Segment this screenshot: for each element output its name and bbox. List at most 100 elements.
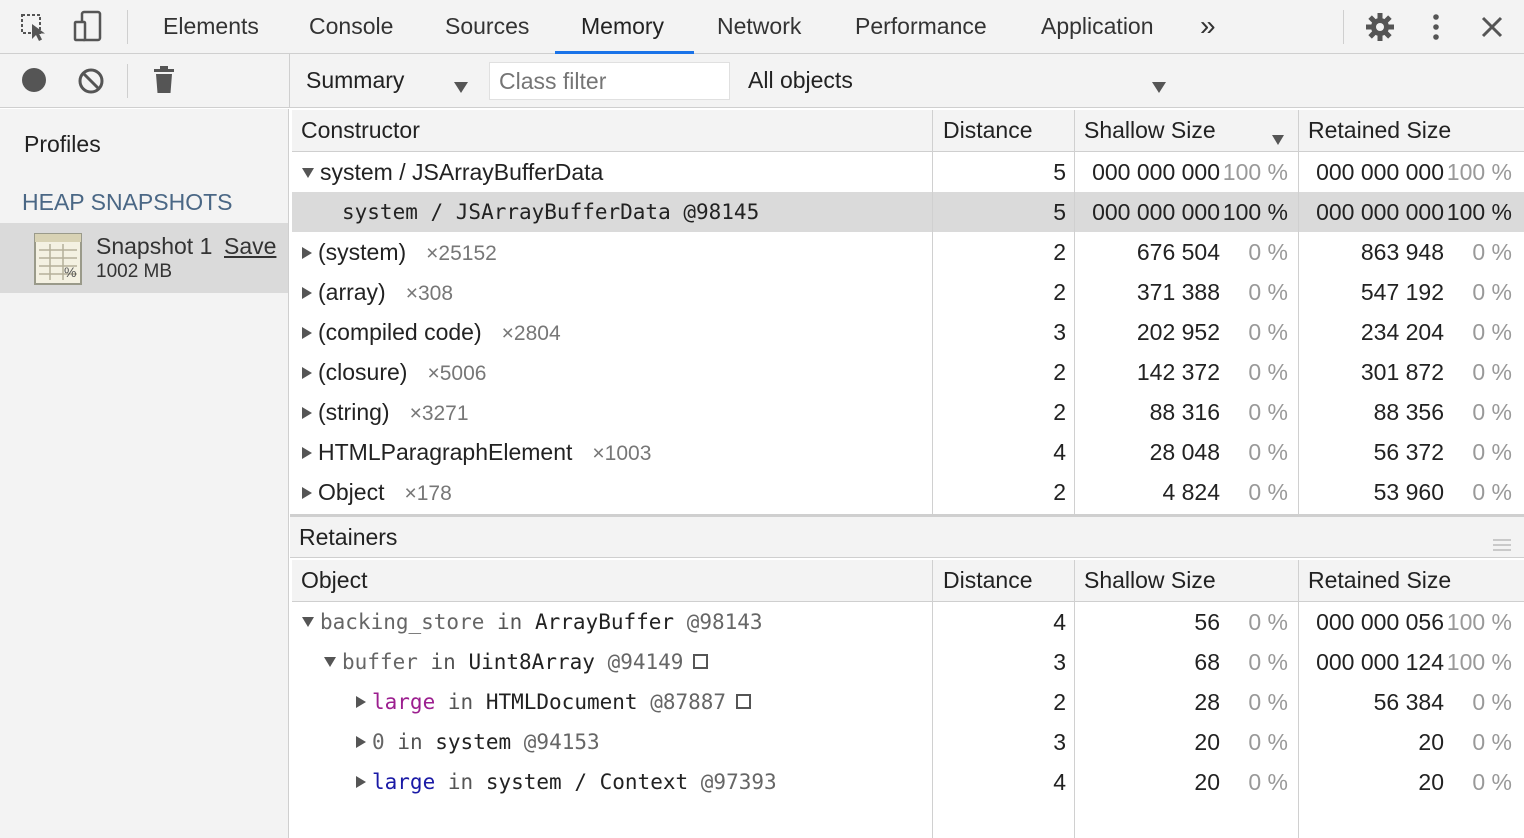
shallow-size-cell: 142 372: [1136, 359, 1220, 385]
tab-performance[interactable]: Performance: [855, 13, 987, 39]
retained-percent-cell: 0 %: [1472, 279, 1512, 305]
shallow-size-cell: 88 316: [1149, 399, 1220, 425]
snapshot-save-link[interactable]: Save: [224, 233, 277, 259]
snapshot-item[interactable]: % Snapshot 1 Save 1002 MB: [0, 223, 288, 293]
devtools-tab-bar: Elements Console Sources Memory Network …: [0, 0, 1524, 54]
retainer-in-keyword: in: [447, 690, 474, 714]
inspect-element-icon[interactable]: [20, 12, 50, 42]
close-icon[interactable]: [1479, 14, 1505, 40]
profiles-sidebar: Profiles HEAP SNAPSHOTS % Snapshot 1 Sav…: [0, 109, 289, 838]
expand-triangle-right-icon[interactable]: [302, 406, 312, 419]
expand-triangle-down-icon[interactable]: [302, 617, 314, 627]
retainer-object-id: @94153: [523, 730, 600, 754]
distance-cell: 2: [1053, 239, 1066, 265]
expand-triangle-right-icon[interactable]: [302, 486, 312, 499]
distance-cell: 4: [1053, 439, 1066, 465]
retained-size-cell: 863 948: [1360, 239, 1444, 265]
distance-column-header[interactable]: Distance: [943, 117, 1033, 143]
tab-console[interactable]: Console: [309, 13, 394, 39]
kebab-menu-icon[interactable]: [1428, 12, 1444, 42]
trash-icon[interactable]: [152, 65, 176, 95]
more-tabs-icon[interactable]: »: [1200, 10, 1216, 41]
retainer-object-cell: large in HTMLDocument @87887: [356, 682, 752, 722]
expand-triangle-right-icon[interactable]: [302, 366, 312, 379]
clear-icon[interactable]: [77, 67, 105, 95]
constructor-column-header[interactable]: Constructor: [301, 117, 420, 143]
expand-triangle-right-icon[interactable]: [302, 326, 312, 339]
expand-triangle-right-icon[interactable]: [302, 446, 312, 459]
detached-node-square-icon: [736, 694, 752, 709]
object-column-header[interactable]: Object: [301, 567, 368, 593]
expand-triangle-right-icon[interactable]: [356, 776, 366, 788]
expand-triangle-right-icon[interactable]: [302, 246, 312, 259]
retained-size-column-header[interactable]: Retained Size: [1308, 117, 1452, 143]
objects-select[interactable]: All objects: [735, 54, 1175, 108]
constructor-name: system / JSArrayBufferData @98145: [342, 200, 760, 224]
distance-cell: 5: [1053, 159, 1066, 185]
column-divider: [932, 110, 933, 514]
shallow-percent-cell: 0 %: [1248, 359, 1288, 385]
retainers-table-header: Object Distance Shallow Size Retained Si…: [292, 560, 1524, 602]
retained-percent-cell: 100 %: [1446, 609, 1512, 635]
retainer-target-name: ArrayBuffer: [534, 610, 675, 634]
shallow-size-cell: 28 048: [1149, 439, 1220, 465]
expand-triangle-down-icon[interactable]: [302, 167, 314, 178]
retained-size-cell: 000 000 056: [1316, 609, 1444, 635]
distance-column-header[interactable]: Distance: [943, 567, 1033, 593]
retained-size-cell: 53 960: [1373, 479, 1444, 505]
retainer-property-name: backing_store: [320, 610, 485, 634]
svg-text:%: %: [64, 264, 76, 280]
drag-handle-icon[interactable]: [1492, 531, 1512, 551]
instance-count: ×2804: [501, 322, 561, 345]
retained-size-column-header[interactable]: Retained Size: [1308, 567, 1452, 593]
shallow-percent-cell: 0 %: [1248, 319, 1288, 345]
expand-triangle-right-icon[interactable]: [356, 736, 366, 748]
view-select[interactable]: Summary: [292, 54, 482, 108]
constructor-name: HTMLParagraphElement: [318, 439, 573, 465]
column-divider: [1298, 560, 1299, 838]
tab-application[interactable]: Application: [1041, 13, 1154, 39]
tab-network[interactable]: Network: [717, 13, 802, 39]
instance-count: ×308: [405, 282, 454, 305]
retained-size-cell: 000 000 000: [1316, 199, 1444, 225]
shallow-size-column-header[interactable]: Shallow Size: [1084, 117, 1216, 143]
distance-cell: 2: [1053, 359, 1066, 385]
instance-count: ×25152: [426, 242, 497, 265]
class-filter-input[interactable]: [489, 62, 730, 100]
device-toolbar-icon[interactable]: [72, 10, 106, 44]
retained-size-cell: 20: [1418, 729, 1444, 755]
distance-cell: 3: [1053, 649, 1066, 675]
retained-percent-cell: 0 %: [1472, 479, 1512, 505]
snapshot-name: Snapshot 1: [96, 233, 213, 259]
retainer-property-name: 0: [372, 730, 385, 754]
tab-elements[interactable]: Elements: [163, 13, 259, 39]
sort-arrow-icon: [1272, 126, 1290, 153]
expand-triangle-right-icon[interactable]: [356, 696, 366, 708]
retained-percent-cell: 0 %: [1472, 399, 1512, 425]
column-divider: [1074, 560, 1075, 838]
expand-triangle-down-icon[interactable]: [324, 657, 336, 667]
tab-sources[interactable]: Sources: [445, 13, 530, 39]
constructor-name-cell: HTMLParagraphElement×1003: [302, 432, 651, 472]
settings-gear-icon[interactable]: [1364, 11, 1396, 43]
shallow-size-cell: 371 388: [1136, 279, 1220, 305]
shallow-size-column-header[interactable]: Shallow Size: [1084, 567, 1216, 593]
retainer-object-cell: buffer in Uint8Array @94149: [324, 642, 709, 682]
tab-memory[interactable]: Memory: [555, 0, 694, 54]
expand-triangle-right-icon[interactable]: [302, 286, 312, 299]
record-icon[interactable]: [21, 67, 47, 93]
